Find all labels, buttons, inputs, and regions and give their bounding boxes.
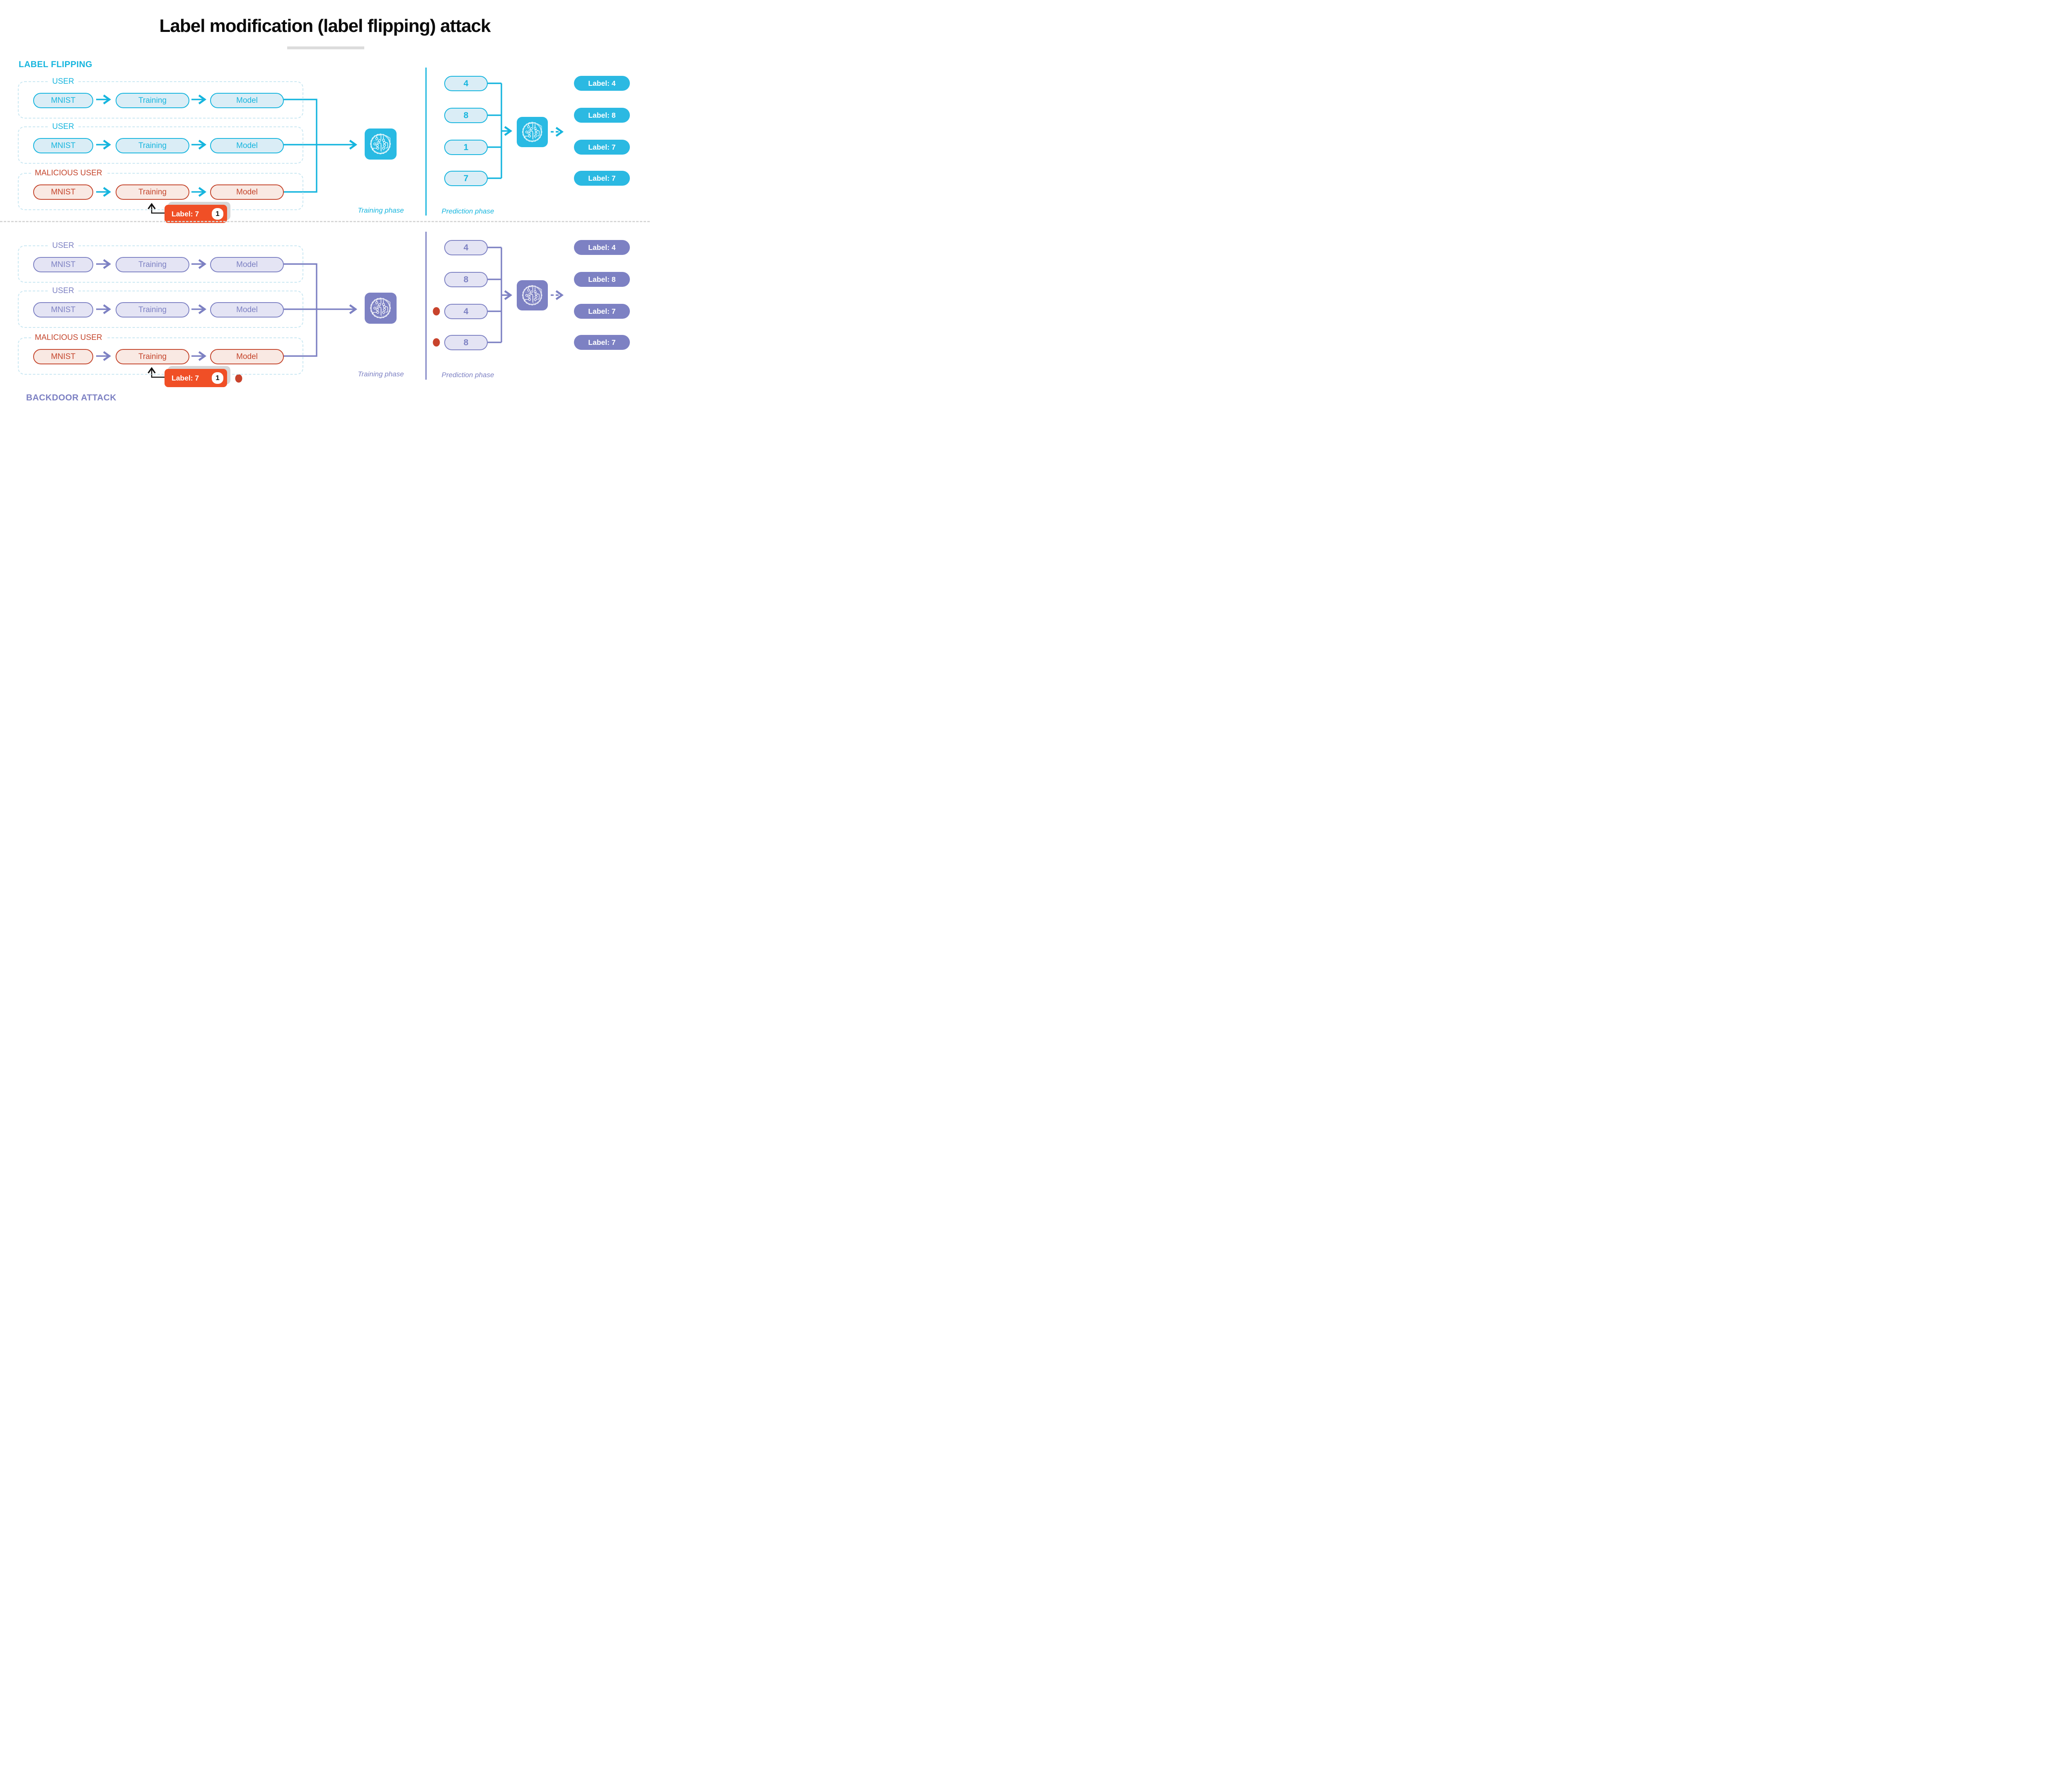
model-pill: Model (210, 349, 284, 364)
injected-label-text: Label: 7 (172, 373, 199, 382)
prediction-input-pill: 1 (444, 140, 488, 155)
dataset-pill: MNIST (33, 257, 93, 272)
row-owner-label: USER (48, 286, 78, 296)
injected-label-badge: Label: 7 1 (165, 369, 227, 387)
title-underline (287, 46, 364, 49)
prediction-output-pill: Label: 8 (574, 108, 630, 123)
prediction-output-pill: Label: 7 (574, 304, 630, 319)
model-pill: Model (210, 257, 284, 272)
page-title: Label modification (label flipping) atta… (159, 16, 491, 36)
prediction-input-pill: 4 (444, 240, 488, 255)
model-brain-icon (517, 280, 548, 310)
prediction-output-pill: Label: 7 (574, 140, 630, 155)
prediction-output-pill: Label: 7 (574, 335, 630, 350)
training-pill: Training (116, 138, 189, 153)
prediction-output-pill: Label: 7 (574, 171, 630, 186)
prediction-input-pill: 4 (444, 304, 488, 319)
row-owner-label: USER (48, 77, 78, 87)
injected-label-count: 1 (212, 208, 223, 220)
training-pill: Training (116, 184, 189, 200)
model-brain-icon (365, 128, 397, 160)
training-pill: Training (116, 349, 189, 364)
user-row: USER MNIST Training Model (18, 77, 303, 119)
prediction-output-pill: Label: 4 (574, 76, 630, 91)
user-row: USER MNIST Training Model (18, 122, 303, 164)
training-phase-label: Training phase (358, 206, 404, 214)
row-owner-label: USER (48, 241, 78, 251)
backdoor-attack-heading: BACKDOOR ATTACK (26, 393, 116, 402)
malicious-user-row: MALICIOUS USER MNIST Training Model (18, 333, 303, 375)
injected-label-badge: Label: 7 1 (165, 205, 227, 223)
dataset-pill: MNIST (33, 138, 93, 153)
prediction-input-pill: 4 (444, 76, 488, 91)
prediction-output-pill: Label: 4 (574, 240, 630, 255)
model-pill: Model (210, 184, 284, 200)
dataset-pill: MNIST (33, 349, 93, 364)
model-brain-icon (365, 293, 397, 324)
training-pill: Training (116, 93, 189, 108)
training-phase-label: Training phase (358, 370, 404, 378)
injected-label-count: 1 (212, 372, 223, 384)
prediction-input-pill: 8 (444, 335, 488, 350)
prediction-input-pill: 7 (444, 171, 488, 186)
prediction-output-pill: Label: 8 (574, 272, 630, 287)
prediction-input-pill: 8 (444, 272, 488, 287)
training-pill: Training (116, 257, 189, 272)
prediction-phase-label: Prediction phase (441, 371, 494, 379)
row-owner-label: USER (48, 122, 78, 132)
user-row: USER MNIST Training Model (18, 241, 303, 283)
injected-label-text: Label: 7 (172, 209, 199, 218)
malicious-user-row: MALICIOUS USER MNIST Training Model (18, 168, 303, 210)
row-owner-label: MALICIOUS USER (31, 168, 106, 178)
row-owner-label: MALICIOUS USER (31, 333, 106, 343)
dataset-pill: MNIST (33, 93, 93, 108)
label-flipping-heading: LABEL FLIPPING (19, 60, 92, 69)
model-pill: Model (210, 93, 284, 108)
model-brain-icon (517, 117, 548, 147)
dataset-pill: MNIST (33, 184, 93, 200)
training-pill: Training (116, 302, 189, 318)
prediction-phase-label: Prediction phase (441, 207, 494, 215)
dataset-pill: MNIST (33, 302, 93, 318)
user-row: USER MNIST Training Model (18, 286, 303, 328)
section-separator (0, 221, 650, 222)
prediction-input-pill: 8 (444, 108, 488, 123)
model-pill: Model (210, 138, 284, 153)
model-pill: Model (210, 302, 284, 318)
infographic-canvas: Label modification (label flipping) atta… (0, 0, 650, 416)
